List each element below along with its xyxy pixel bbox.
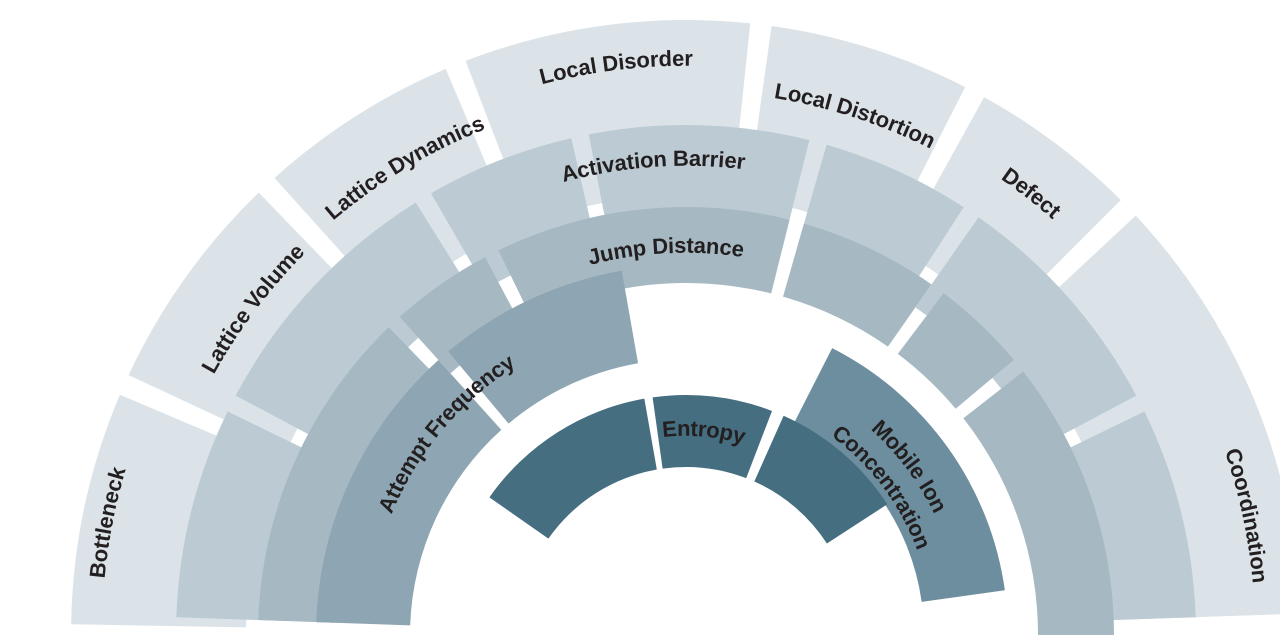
ring-1-segment-3	[754, 415, 888, 544]
ring-1-segment-1	[489, 398, 657, 539]
ring-6-segment-3	[274, 68, 515, 309]
ring-4-segment-5	[897, 293, 1014, 409]
ring-2-segment-1	[794, 348, 1005, 602]
ring-segments	[71, 20, 1280, 635]
ring-5-segment-6	[915, 217, 1137, 448]
ring-5-segment-2	[235, 202, 475, 448]
ring-4-segment-2	[399, 257, 521, 374]
ring-4-segment-6	[963, 371, 1114, 635]
ring-3-segment-2	[448, 270, 639, 424]
ring-1-segment-2	[652, 395, 773, 479]
ring-4-segment-4	[783, 223, 932, 347]
ring-3-segment-1	[316, 360, 502, 626]
ring-4-segment-1	[258, 327, 442, 623]
